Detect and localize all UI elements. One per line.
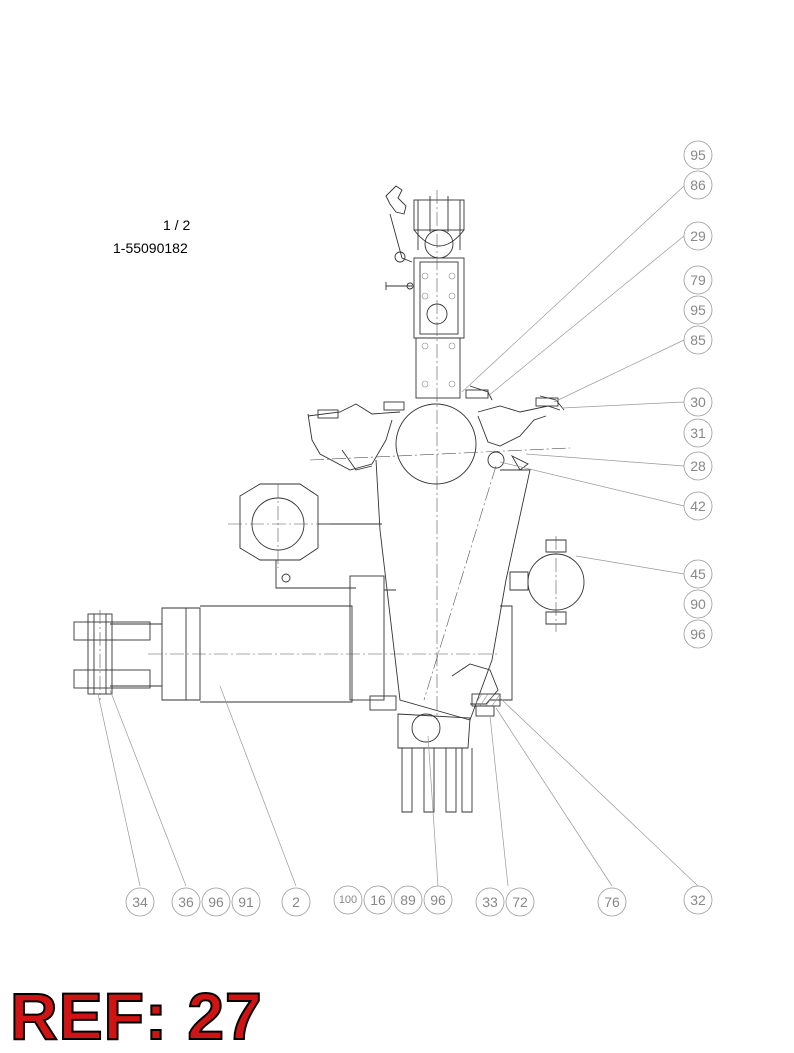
svg-text:76: 76 <box>604 894 620 910</box>
callout-bottom-72: 72 <box>505 887 535 917</box>
svg-text:29: 29 <box>690 228 706 244</box>
callout-right-42: 42 <box>683 491 713 521</box>
svg-text:2: 2 <box>292 894 300 910</box>
callout-right-79: 79 <box>683 265 713 295</box>
svg-text:28: 28 <box>690 458 706 474</box>
svg-text:16: 16 <box>370 892 386 908</box>
callout-bottom-100: 100 <box>333 885 363 915</box>
svg-text:86: 86 <box>690 177 706 193</box>
callout-bottom-91: 91 <box>231 887 261 917</box>
callout-bottom-32: 32 <box>683 885 713 915</box>
svg-text:96: 96 <box>208 894 224 910</box>
svg-text:45: 45 <box>690 566 706 582</box>
callout-right-95-top: 95 <box>683 140 713 170</box>
callout-bottom-2: 2 <box>281 887 311 917</box>
svg-text:96: 96 <box>430 892 446 908</box>
svg-text:91: 91 <box>238 894 254 910</box>
svg-text:32: 32 <box>690 892 706 908</box>
svg-text:42: 42 <box>690 498 706 514</box>
leader-lines <box>97 185 699 887</box>
callout-bottom-76: 76 <box>597 887 627 917</box>
callout-right-30: 30 <box>683 387 713 417</box>
svg-text:89: 89 <box>400 892 416 908</box>
callout-bottom-96: 96 <box>423 885 453 915</box>
svg-text:33: 33 <box>482 894 498 910</box>
svg-text:31: 31 <box>690 425 706 441</box>
callout-right-96: 96 <box>683 619 713 649</box>
callout-right-29: 29 <box>683 221 713 251</box>
callout-bottom-33: 33 <box>475 887 505 917</box>
svg-text:72: 72 <box>512 894 528 910</box>
svg-text:36: 36 <box>178 894 194 910</box>
svg-text:30: 30 <box>690 394 706 410</box>
svg-text:90: 90 <box>690 596 706 612</box>
callout-bottom-36: 36 <box>171 887 201 917</box>
callout-right-28: 28 <box>683 451 713 481</box>
callout-right-86: 86 <box>683 170 713 200</box>
ref-label: REF: 27 <box>9 979 263 1053</box>
callout-bottom-96-left: 96 <box>201 887 231 917</box>
svg-text:100: 100 <box>339 894 357 906</box>
callout-bottom-16: 16 <box>363 885 393 915</box>
callout-right-45: 45 <box>683 559 713 589</box>
callout-bottom-89: 89 <box>393 885 423 915</box>
callout-bottom-34: 34 <box>125 887 155 917</box>
part-number: 1-55090182 <box>113 240 188 256</box>
assembly-linework <box>73 185 585 813</box>
svg-text:79: 79 <box>690 272 706 288</box>
svg-text:85: 85 <box>690 332 706 348</box>
svg-text:34: 34 <box>132 894 148 910</box>
callout-right-85: 85 <box>683 325 713 355</box>
svg-text:96: 96 <box>690 626 706 642</box>
svg-text:95: 95 <box>690 147 706 163</box>
callout-right-90: 90 <box>683 589 713 619</box>
callout-balloons: 95 86 29 79 95 85 30 31 28 42 45 90 96 3… <box>125 140 713 917</box>
svg-text:95: 95 <box>690 302 706 318</box>
sheet-number: 1 / 2 <box>163 217 191 233</box>
callout-right-31: 31 <box>683 418 713 448</box>
callout-right-95: 95 <box>683 295 713 325</box>
